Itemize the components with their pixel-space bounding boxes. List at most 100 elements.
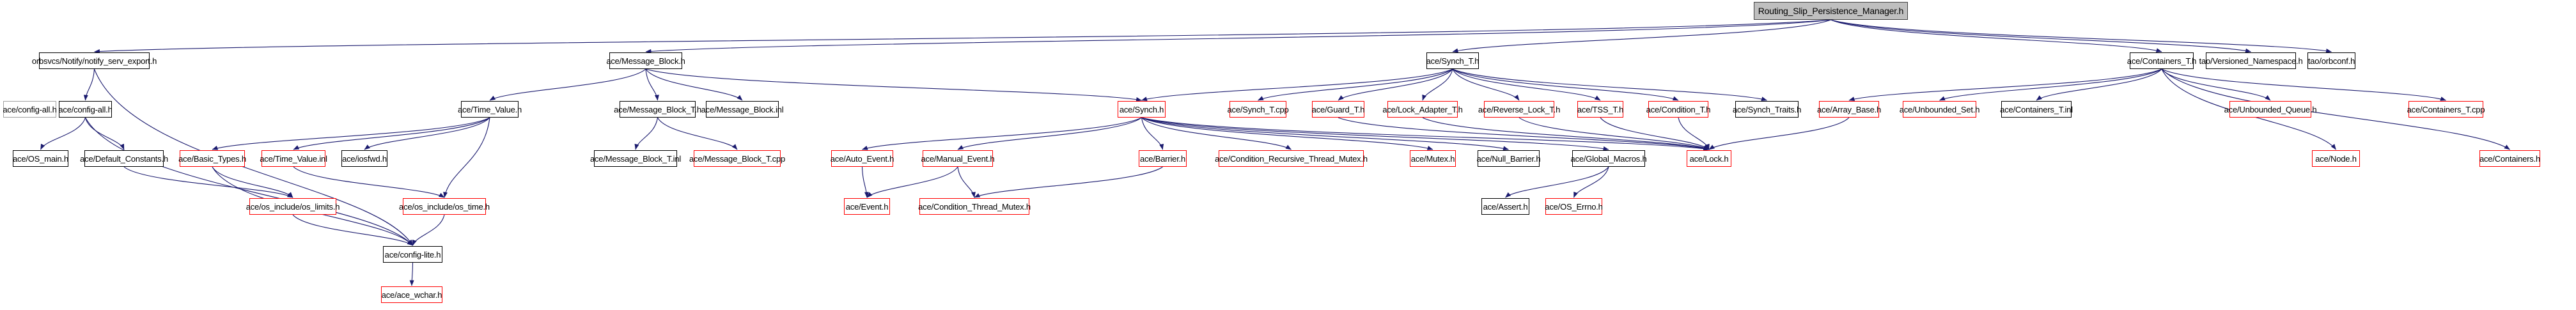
- graph-edge: [123, 166, 293, 198]
- graph-edge: [1338, 68, 1453, 101]
- graph-node-ace-ace-wchar-h[interactable]: ace/ace_wchar.h: [381, 286, 442, 303]
- graph-node-label: ace/config-all.h: [58, 104, 113, 114]
- graph-node-label: ace/Assert.h: [1483, 201, 1528, 212]
- graph-edge: [957, 117, 1142, 150]
- graph-node-ace-synch-traits-h[interactable]: ace/Synch_Traits.h: [1733, 101, 1801, 118]
- graph-node-ace-lock-h[interactable]: ace/Lock.h: [1687, 150, 1731, 167]
- graph-node-ace-manual-event-h[interactable]: ace/Manual_Event.h: [921, 150, 995, 167]
- graph-edge: [293, 166, 445, 198]
- graph-node-ace-lock-adapter-t-h[interactable]: ace/Lock_Adapter_T.h: [1382, 101, 1463, 118]
- graph-node-ace-os-main-h[interactable]: ace/OS_main.h: [13, 150, 68, 167]
- graph-node-label: ace/Containers_T.inl: [2000, 104, 2073, 114]
- graph-node-ace-synch-t-cpp[interactable]: ace/Synch_T.cpp: [1228, 101, 1289, 118]
- graph-node-label: ace/Lock.h: [1689, 153, 1729, 164]
- graph-edge: [1831, 19, 2332, 53]
- graph-node-ace-global-macros-h[interactable]: ace/Global_Macros.h: [1570, 150, 1647, 167]
- graph-node-ace-config-all-h[interactable]: ace/config-all.h: [58, 101, 113, 118]
- graph-node-label: ace/Message_Block_T.inl: [589, 153, 682, 164]
- graph-node-ace-condition-t-h[interactable]: ace/Condition_T.h: [1646, 101, 1711, 118]
- graph-edge: [957, 166, 976, 198]
- graph-edge: [1141, 117, 1164, 150]
- graph-node-label: ace/config-all.h: [3, 104, 57, 114]
- graph-edge: [1141, 117, 1609, 151]
- graph-node-label: ace/Message_Block_T.cpp: [689, 153, 786, 164]
- graph-node-ace-tss-t-h[interactable]: ace/TSS_T.h: [1577, 101, 1623, 118]
- graph-edge: [1141, 117, 1509, 151]
- graph-node-label: ace/Time_Value.inl: [260, 153, 327, 164]
- graph-edge: [1422, 68, 1453, 101]
- graph-node-ace-message-block-t-inl[interactable]: ace/Message_Block_T.inl: [590, 150, 681, 167]
- graph-edge: [1422, 117, 1710, 150]
- graph-node-ace-condition-thread-mutex-h[interactable]: ace/Condition_Thread_Mutex.h: [918, 198, 1031, 215]
- graph-edge: [1678, 117, 1710, 150]
- graph-node-ace-os-include-os-limits-h[interactable]: ace/os_include/os_limits.h: [246, 198, 340, 215]
- graph-node-ace-config-lite-h[interactable]: ace/config-lite.h: [383, 246, 442, 263]
- graph-node-label: ace/Reverse_Lock_T.h: [1478, 104, 1561, 114]
- graph-node-orbsvcs-notify-notify-serv-export-h[interactable]: orbsvcs/Notify/notify_serv_export.h: [32, 52, 157, 69]
- graph-node-label: ace/Array_Base.h: [1816, 104, 1882, 114]
- graph-node-label: ace/os_include/os_limits.h: [246, 201, 340, 212]
- graph-node-ace-array-base-h[interactable]: ace/Array_Base.h: [1816, 101, 1882, 118]
- graph-node-ace-null-barrier-h[interactable]: ace/Null_Barrier.h: [1477, 150, 1541, 167]
- graph-edge: [1708, 117, 1850, 150]
- graph-node-routing-slip-persistence-manager-h[interactable]: Routing_Slip_Persistence_Manager.h: [1754, 2, 1908, 20]
- graph-edge: [645, 68, 1142, 102]
- graph-node-label: ace/Synch.h: [1119, 104, 1164, 114]
- graph-node-label: ace/Mutex.h: [1410, 153, 1455, 164]
- graph-edge: [212, 166, 293, 198]
- graph-node-ace-iosfwd-h[interactable]: ace/iosfwd.h: [341, 150, 387, 167]
- graph-node-ace-message-block-h[interactable]: ace/Message_Block.h: [606, 52, 685, 69]
- graph-node-ace-time-value-h[interactable]: ace/Time_Value.h: [458, 101, 522, 118]
- graph-node-ace-barrier-h[interactable]: ace/Barrier.h: [1139, 150, 1187, 167]
- graph-node-label: ace/Condition_Recursive_Thread_Mutex.h: [1215, 153, 1368, 164]
- graph-node-tao-versioned-namespace-h[interactable]: tao/Versioned_Namespace.h: [2199, 52, 2303, 69]
- graph-node-ace-synch-h[interactable]: ace/Synch.h: [1118, 101, 1166, 118]
- graph-node-ace-message-block-t-h[interactable]: ace/Message_Block_T.h: [614, 101, 701, 118]
- graph-node-ace-default-constants-h[interactable]: ace/Default_Constants.h: [80, 150, 168, 167]
- graph-node-ace-containers-h[interactable]: ace/Containers.h: [2479, 150, 2540, 167]
- graph-node-ace-containers-t-inl[interactable]: ace/Containers_T.inl: [2000, 101, 2073, 118]
- graph-node-label: ace/Global_Macros.h: [1570, 153, 1647, 164]
- graph-node-label: ace/Node.h: [2315, 153, 2357, 164]
- graph-node-ace-unbounded-queue-h[interactable]: ace/Unbounded_Queue.h: [2224, 101, 2317, 118]
- graph-node-ace-message-block-t-cpp[interactable]: ace/Message_Block_T.cpp: [689, 150, 785, 167]
- graph-node-ace-auto-event-h[interactable]: ace/Auto_Event.h: [831, 150, 894, 167]
- graph-node-label: ace/OS_Errno.h: [1545, 201, 1603, 212]
- graph-node-ace-mutex-h[interactable]: ace/Mutex.h: [1410, 150, 1456, 167]
- graph-edge: [974, 166, 1163, 198]
- graph-node-ace-os-errno-h[interactable]: ace/OS_Errno.h: [1545, 198, 1603, 215]
- graph-node-ace-condition-recursive-thread-mutex-h[interactable]: ace/Condition_Recursive_Thread_Mutex.h: [1215, 150, 1368, 167]
- graph-edge: [2161, 68, 2446, 101]
- graph-edge: [1258, 68, 1453, 101]
- graph-node-ace-assert-h[interactable]: ace/Assert.h: [1481, 198, 1529, 215]
- graph-node-ace-message-block-inl[interactable]: ace/Message_Block.inl: [701, 101, 784, 118]
- graph-node-label: ace/Synch_T.h: [1426, 56, 1479, 66]
- graph-node-label: ace/Default_Constants.h: [80, 153, 168, 164]
- graph-node-ace-reverse-lock-t-h[interactable]: ace/Reverse_Lock_T.h: [1478, 101, 1560, 118]
- graph-edge: [645, 68, 743, 101]
- graph-node-ace-unbounded-set-h[interactable]: ace/Unbounded_Set.h: [1900, 101, 1979, 118]
- graph-node-tao-orbconf-h[interactable]: tao/orbconf.h: [2307, 52, 2355, 69]
- graph-node-label: ace/TSS_T.h: [1577, 104, 1624, 114]
- graph-node-ace-event-h[interactable]: ace/Event.h: [844, 198, 890, 215]
- graph-edge: [1141, 117, 1292, 150]
- graph-edge: [293, 117, 490, 150]
- graph-node-ace-containers-t-h[interactable]: ace/Containers_T.h: [2127, 52, 2197, 69]
- graph-edge: [657, 117, 738, 150]
- graph-node-ace-containers-t-cpp[interactable]: ace/Containers_T.cpp: [2407, 101, 2485, 118]
- graph-edge: [1452, 68, 1679, 101]
- graph-node-ace-config-all-h[interactable]: ace/config-all.h: [3, 101, 57, 118]
- graph-node-ace-basic-types-h[interactable]: ace/Basic_Types.h: [178, 150, 246, 167]
- graph-node-ace-os-include-os-time-h[interactable]: ace/os_include/os_time.h: [399, 198, 490, 215]
- graph-node-ace-synch-t-h[interactable]: ace/Synch_T.h: [1426, 52, 1479, 69]
- graph-node-label: ace/Containers_T.h: [2127, 56, 2197, 66]
- graph-edge: [1141, 68, 1453, 101]
- graph-node-label: ace/Lock_Adapter_T.h: [1382, 104, 1463, 114]
- graph-node-ace-node-h[interactable]: ace/Node.h: [2312, 150, 2360, 167]
- graph-node-label: ace/Condition_T.h: [1646, 104, 1711, 114]
- graph-edge: [409, 262, 414, 286]
- graph-node-ace-guard-t-h[interactable]: ace/Guard_T.h: [1312, 101, 1365, 118]
- graph-node-label: ace/Manual_Event.h: [921, 153, 995, 164]
- graph-node-ace-time-value-inl[interactable]: ace/Time_Value.inl: [260, 150, 327, 167]
- graph-edge: [2161, 68, 2271, 101]
